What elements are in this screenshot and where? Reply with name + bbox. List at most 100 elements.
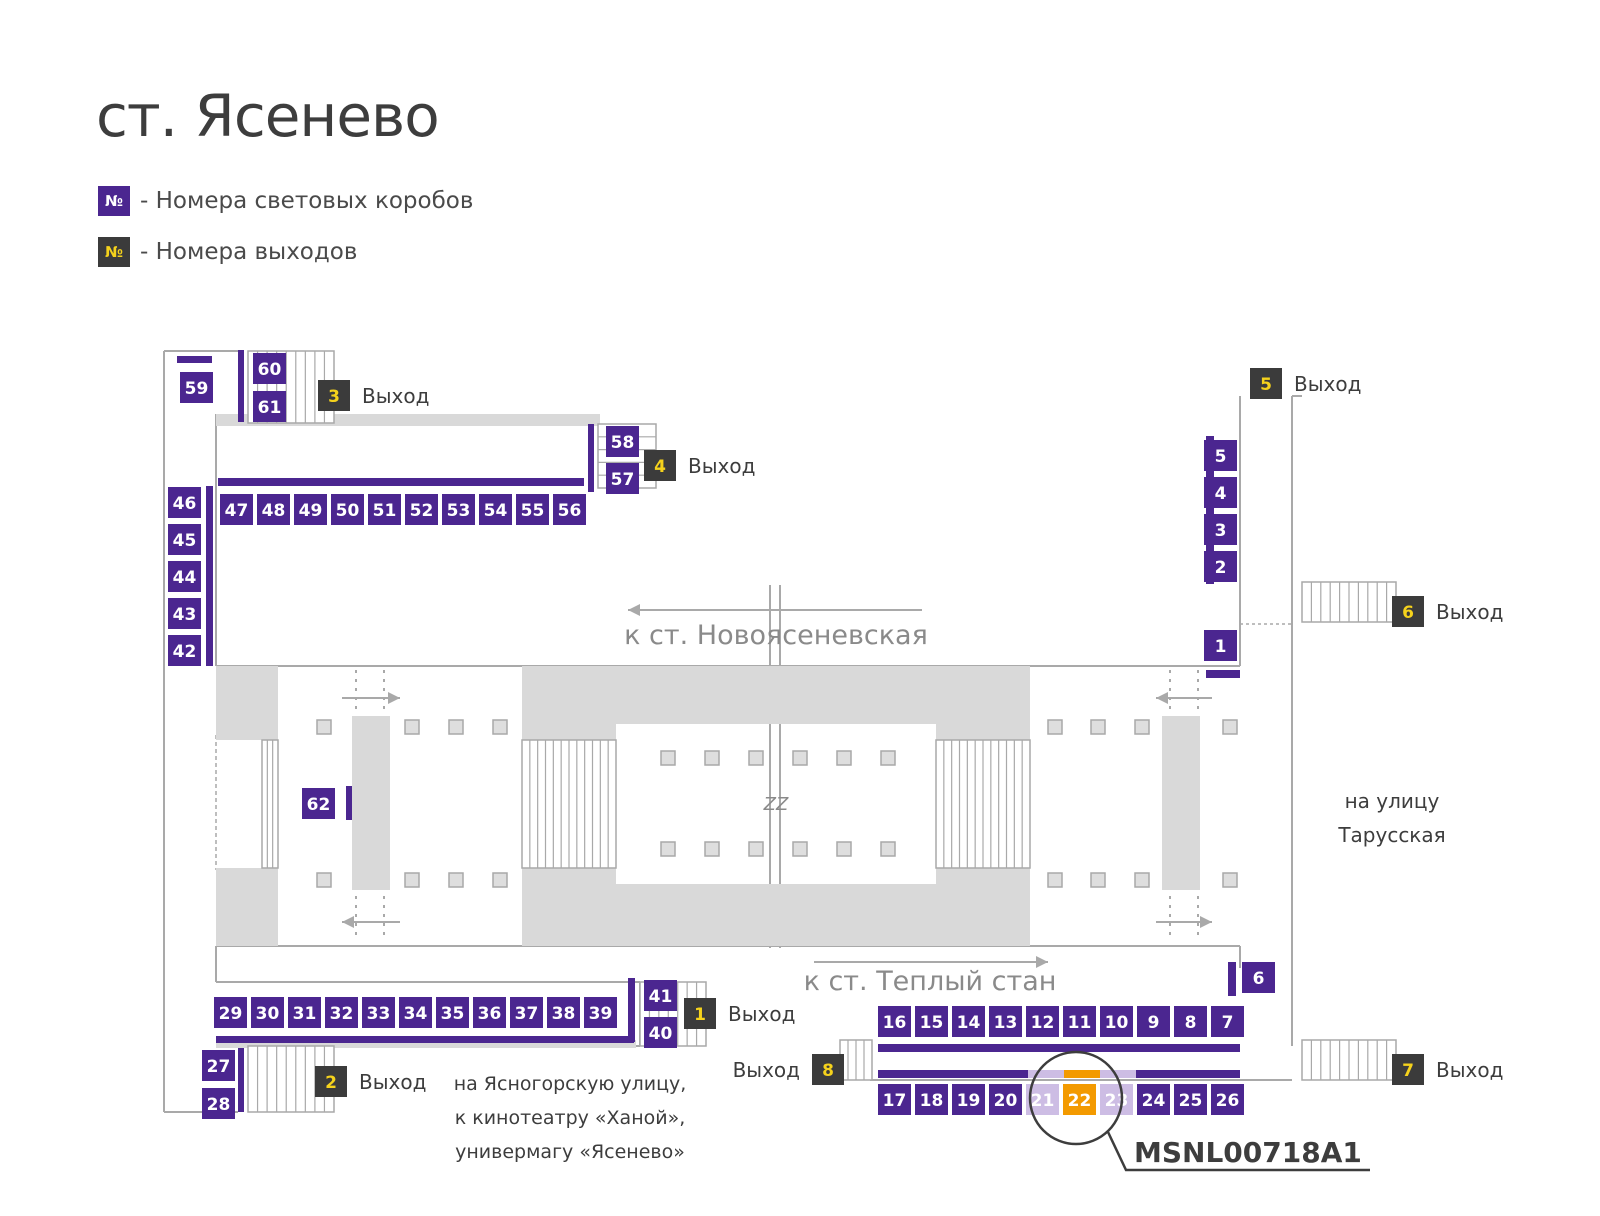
lightbox-number: 25 — [1179, 1091, 1203, 1111]
lightbox-35[interactable]: 35 — [436, 997, 469, 1028]
pillars — [316, 719, 1238, 888]
lightbox-bg — [644, 980, 677, 1011]
platform-blocks — [216, 666, 1200, 946]
lightbox-number: 12 — [1031, 1013, 1055, 1033]
lightbox-16[interactable]: 16 — [878, 1006, 911, 1037]
lightbox-31[interactable]: 31 — [288, 997, 321, 1028]
lightbox-40[interactable]: 40 — [644, 1017, 677, 1048]
lightbox-15[interactable]: 15 — [915, 1006, 948, 1037]
lightbox-9[interactable]: 9 — [1137, 1006, 1170, 1037]
lightbox-number: 20 — [994, 1091, 1018, 1111]
direction-label-novoyasenevskaya: к ст. Новоясеневская — [624, 620, 928, 651]
lightbox-51[interactable]: 51 — [368, 494, 401, 525]
lightbox-45[interactable]: 45 — [168, 524, 201, 555]
lightbox-22[interactable]: 22 — [1063, 1084, 1096, 1115]
legend-exit-swatch: № — [98, 237, 130, 267]
lightbox-17[interactable]: 17 — [878, 1084, 911, 1115]
pillar — [316, 719, 332, 735]
lightbox-5[interactable]: 5 — [1204, 440, 1237, 471]
lightbox-39[interactable]: 39 — [584, 997, 617, 1028]
lightbox-number: 49 — [299, 501, 323, 521]
lightbox-12[interactable]: 12 — [1026, 1006, 1059, 1037]
pillar — [492, 872, 508, 888]
lightbox-34[interactable]: 34 — [399, 997, 432, 1028]
platform-block — [522, 666, 616, 740]
lightbox-26[interactable]: 26 — [1211, 1084, 1244, 1115]
lightbox-57[interactable]: 57 — [606, 463, 639, 494]
lightbox-23[interactable]: 23 — [1100, 1084, 1133, 1115]
lightbox-53[interactable]: 53 — [442, 494, 475, 525]
lightbox-28[interactable]: 28 — [202, 1088, 235, 1119]
lightbox-56[interactable]: 56 — [553, 494, 586, 525]
lightbox-8[interactable]: 8 — [1174, 1006, 1207, 1037]
lightbox-46[interactable]: 46 — [168, 487, 201, 518]
lightbox-47[interactable]: 47 — [220, 494, 253, 525]
exit-number: 1 — [694, 1005, 706, 1025]
lightbox-61[interactable]: 61 — [253, 391, 286, 422]
lightbox-42[interactable]: 42 — [168, 635, 201, 666]
exit-badge — [684, 998, 716, 1029]
track-break-mark: ZZ — [763, 794, 789, 815]
lightbox-4[interactable]: 4 — [1204, 477, 1237, 508]
lightbox-25[interactable]: 25 — [1174, 1084, 1207, 1115]
lightbox-55[interactable]: 55 — [516, 494, 549, 525]
lightbox-20[interactable]: 20 — [989, 1084, 1022, 1115]
lightbox-49[interactable]: 49 — [294, 494, 327, 525]
lightbox-19[interactable]: 19 — [952, 1084, 985, 1115]
lightbox-33[interactable]: 33 — [362, 997, 395, 1028]
lightbox-27[interactable]: 27 — [202, 1050, 235, 1081]
lightbox-number: 27 — [207, 1057, 231, 1077]
lightbox-41[interactable]: 41 — [644, 980, 677, 1011]
lightbox-11[interactable]: 11 — [1063, 1006, 1096, 1037]
lightbox-14[interactable]: 14 — [952, 1006, 985, 1037]
lightbox-29[interactable]: 29 — [214, 997, 247, 1028]
lightbox-59[interactable]: 59 — [180, 372, 213, 403]
lightbox-62[interactable]: 62 — [302, 788, 335, 819]
lightbox-60[interactable]: 60 — [253, 353, 286, 384]
lightbox-bg — [399, 997, 432, 1028]
lightbox-36[interactable]: 36 — [473, 997, 506, 1028]
lightbox-48[interactable]: 48 — [257, 494, 290, 525]
lightbox-bar — [177, 356, 212, 363]
lightbox-3[interactable]: 3 — [1204, 514, 1237, 545]
highlight-bar — [1064, 1070, 1100, 1078]
pillar — [1134, 719, 1150, 735]
lightbox-bg — [1211, 1006, 1244, 1037]
pillar — [792, 750, 808, 766]
lightbox-30[interactable]: 30 — [251, 997, 284, 1028]
lightbox-number: 19 — [957, 1091, 981, 1111]
lightbox-10[interactable]: 10 — [1100, 1006, 1133, 1037]
lightbox-43[interactable]: 43 — [168, 598, 201, 629]
lightbox-bg — [1026, 1006, 1059, 1037]
lightbox-24[interactable]: 24 — [1137, 1084, 1170, 1115]
lightbox-32[interactable]: 32 — [325, 997, 358, 1028]
lightbox-6[interactable]: 6 — [1242, 962, 1275, 993]
lightbox-58[interactable]: 58 — [606, 426, 639, 457]
lightbox-52[interactable]: 52 — [405, 494, 438, 525]
lightbox-37[interactable]: 37 — [510, 997, 543, 1028]
lightbox-number: 38 — [552, 1004, 576, 1024]
lightbox-13[interactable]: 13 — [989, 1006, 1022, 1037]
lightbox-18[interactable]: 18 — [915, 1084, 948, 1115]
lightbox-38[interactable]: 38 — [547, 997, 580, 1028]
lightbox-bg — [606, 463, 639, 494]
pillar — [316, 872, 332, 888]
street-yasnogorskaya-line1: на Ясногорскую улицу, — [454, 1073, 687, 1095]
lightbox-bg — [1204, 514, 1237, 545]
exit-badge — [644, 450, 676, 481]
lightbox-2[interactable]: 2 — [1204, 551, 1237, 582]
lightbox-44[interactable]: 44 — [168, 561, 201, 592]
lightbox-50[interactable]: 50 — [331, 494, 364, 525]
lightbox-1[interactable]: 1 — [1204, 630, 1237, 661]
lightbox-7[interactable]: 7 — [1211, 1006, 1244, 1037]
lightbox-54[interactable]: 54 — [479, 494, 512, 525]
lightbox-bg — [253, 391, 286, 422]
